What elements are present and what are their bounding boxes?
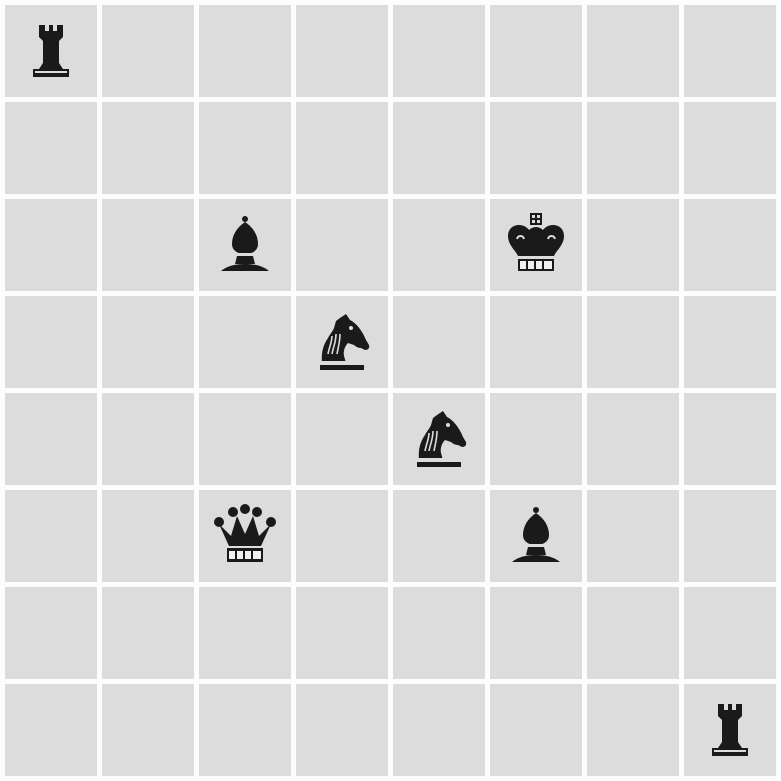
board-square[interactable]: [490, 684, 582, 776]
board-square[interactable]: [684, 199, 776, 291]
board-square[interactable]: [587, 199, 679, 291]
board-square[interactable]: [199, 296, 291, 388]
board-square[interactable]: [199, 102, 291, 194]
board-square[interactable]: [587, 296, 679, 388]
board-square[interactable]: [5, 296, 97, 388]
board-square[interactable]: [393, 199, 485, 291]
board-square[interactable]: [102, 587, 194, 679]
board-square[interactable]: [296, 587, 388, 679]
board-square[interactable]: [296, 199, 388, 291]
board-square[interactable]: [296, 5, 388, 97]
board-square[interactable]: [5, 393, 97, 485]
board-square[interactable]: [5, 684, 97, 776]
board-square[interactable]: [393, 684, 485, 776]
board-square[interactable]: [5, 5, 97, 97]
board-square[interactable]: [5, 587, 97, 679]
board-square[interactable]: [587, 102, 679, 194]
board-square[interactable]: [296, 490, 388, 582]
board-square[interactable]: [393, 296, 485, 388]
board-square[interactable]: [490, 490, 582, 582]
board-square[interactable]: [393, 393, 485, 485]
board-square[interactable]: [102, 296, 194, 388]
board-square[interactable]: [684, 684, 776, 776]
board-square[interactable]: [102, 199, 194, 291]
board-square[interactable]: [102, 5, 194, 97]
board-square[interactable]: [684, 296, 776, 388]
board-square[interactable]: [490, 102, 582, 194]
board-square[interactable]: [684, 587, 776, 679]
board-square[interactable]: [684, 393, 776, 485]
board-square[interactable]: [5, 199, 97, 291]
board-square[interactable]: [393, 490, 485, 582]
board-square[interactable]: [490, 5, 582, 97]
board-square[interactable]: [199, 587, 291, 679]
board-square[interactable]: [296, 393, 388, 485]
board-square[interactable]: [102, 490, 194, 582]
board-square[interactable]: [393, 5, 485, 97]
board-square[interactable]: [199, 684, 291, 776]
board-square[interactable]: [684, 102, 776, 194]
board-square[interactable]: [102, 684, 194, 776]
board-square[interactable]: [587, 490, 679, 582]
board-square[interactable]: [296, 102, 388, 194]
board-square[interactable]: [490, 199, 582, 291]
board-square[interactable]: [199, 5, 291, 97]
board-square[interactable]: [199, 393, 291, 485]
board-square[interactable]: [393, 102, 485, 194]
board-square[interactable]: [199, 490, 291, 582]
board-square[interactable]: [587, 5, 679, 97]
board-square[interactable]: [5, 490, 97, 582]
board-square[interactable]: [490, 393, 582, 485]
board-square[interactable]: [684, 490, 776, 582]
board-square[interactable]: [393, 587, 485, 679]
board-square[interactable]: [296, 296, 388, 388]
board-square[interactable]: [5, 102, 97, 194]
board-square[interactable]: [684, 5, 776, 97]
board-square[interactable]: [199, 199, 291, 291]
board-square[interactable]: [102, 393, 194, 485]
board-square[interactable]: [587, 393, 679, 485]
board-square[interactable]: [587, 684, 679, 776]
board-square[interactable]: [102, 102, 194, 194]
board-square[interactable]: [296, 684, 388, 776]
board-square[interactable]: [490, 587, 582, 679]
board-square[interactable]: [490, 296, 582, 388]
board-square[interactable]: [587, 587, 679, 679]
